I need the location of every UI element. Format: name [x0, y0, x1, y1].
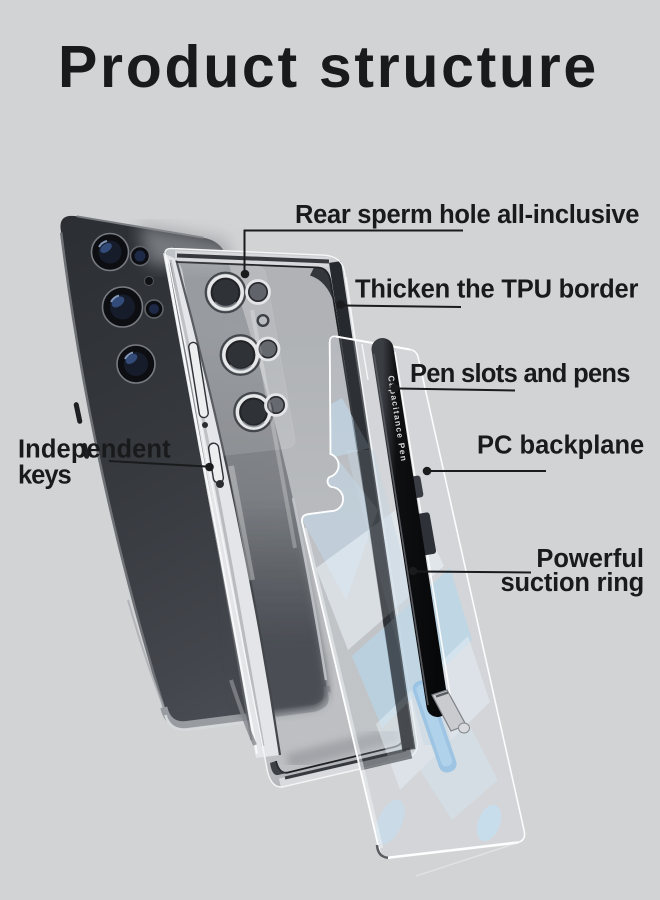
- svg-text:suction ring: suction ring: [500, 569, 644, 597]
- svg-text:Pen slots and pens: Pen slots and pens: [410, 360, 630, 388]
- svg-text:Rear sperm hole all-inclusive: Rear sperm hole all-inclusive: [295, 201, 639, 229]
- svg-text:PC backplane: PC backplane: [477, 432, 644, 460]
- svg-text:Powerful: Powerful: [536, 545, 644, 573]
- svg-text:keys: keys: [18, 462, 72, 490]
- svg-text:Thicken the TPU border: Thicken the TPU border: [355, 276, 638, 304]
- svg-text:Product structure: Product structure: [58, 34, 599, 100]
- svg-text:Independent: Independent: [18, 436, 171, 464]
